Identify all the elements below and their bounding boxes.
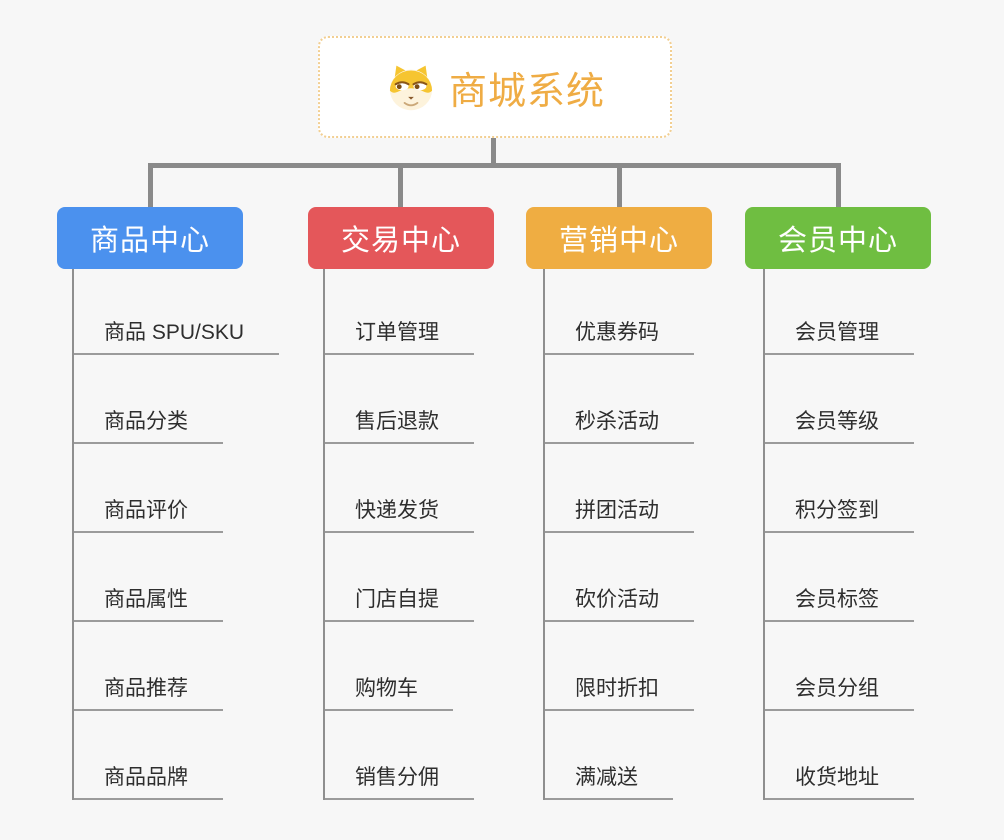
leaf-label: 商品分类 bbox=[104, 410, 188, 433]
leaf-label: 满减送 bbox=[575, 766, 638, 789]
branch-bus-line bbox=[148, 163, 840, 168]
leaf-label: 销售分佣 bbox=[355, 766, 439, 789]
leaf-label: 会员管理 bbox=[795, 321, 879, 344]
leaf-label: 商品品牌 bbox=[104, 766, 188, 789]
leaf-item[interactable]: 会员等级 bbox=[763, 355, 914, 444]
branch-connector-line bbox=[148, 163, 153, 209]
leaf-item[interactable]: 满减送 bbox=[543, 711, 673, 800]
branch-node[interactable]: 会员中心 bbox=[745, 207, 931, 269]
branch-node[interactable]: 商品中心 bbox=[57, 207, 243, 269]
leaf-item[interactable]: 门店自提 bbox=[323, 533, 474, 622]
leaf-label: 秒杀活动 bbox=[575, 410, 659, 433]
leaf-item[interactable]: 商品推荐 bbox=[72, 622, 223, 711]
leaf-label: 砍价活动 bbox=[575, 588, 659, 611]
leaf-item[interactable]: 积分签到 bbox=[763, 444, 914, 533]
branch-connector-line bbox=[836, 163, 841, 209]
leaf-item[interactable]: 商品品牌 bbox=[72, 711, 223, 800]
leaf-label: 快递发货 bbox=[355, 499, 439, 522]
branch-label: 营销中心 bbox=[558, 225, 679, 257]
leaf-item[interactable]: 购物车 bbox=[323, 622, 453, 711]
leaf-label: 商品推荐 bbox=[104, 677, 188, 700]
leaf-item[interactable]: 拼团活动 bbox=[543, 444, 694, 533]
leaf-label: 收货地址 bbox=[795, 766, 879, 789]
branch-connector-line bbox=[398, 163, 403, 209]
branch-leaf-column: 商品 SPU/SKU 商品分类商品评价商品属性商品推荐商品品牌 bbox=[72, 269, 280, 800]
leaf-item[interactable]: 会员管理 bbox=[763, 269, 914, 355]
leaf-label: 商品属性 bbox=[104, 588, 188, 611]
leaf-item[interactable]: 商品属性 bbox=[72, 533, 223, 622]
root-connector-line bbox=[491, 138, 496, 165]
leaf-item[interactable]: 销售分佣 bbox=[323, 711, 474, 800]
branch-label: 商品中心 bbox=[89, 225, 210, 257]
leaf-item[interactable]: 会员分组 bbox=[763, 622, 914, 711]
leaf-item[interactable]: 订单管理 bbox=[323, 269, 474, 355]
leaf-item[interactable]: 售后退款 bbox=[323, 355, 474, 444]
leaf-label: 限时折扣 bbox=[575, 677, 659, 700]
leaf-label: 优惠券码 bbox=[575, 321, 659, 344]
leaf-item[interactable]: 收货地址 bbox=[763, 711, 914, 800]
branch-label: 交易中心 bbox=[340, 225, 461, 257]
branch-node[interactable]: 交易中心 bbox=[308, 207, 494, 269]
doge-face-icon bbox=[385, 64, 437, 111]
branch-leaf-column: 会员管理会员等级积分签到会员标签会员分组收货地址 bbox=[763, 269, 914, 800]
leaf-label: 会员分组 bbox=[795, 677, 879, 700]
leaf-label: 购物车 bbox=[355, 677, 418, 700]
leaf-item[interactable]: 砍价活动 bbox=[543, 533, 694, 622]
leaf-label: 积分签到 bbox=[795, 499, 879, 522]
leaf-label: 会员标签 bbox=[795, 588, 879, 611]
leaf-label: 商品评价 bbox=[104, 499, 188, 522]
leaf-item[interactable]: 秒杀活动 bbox=[543, 355, 694, 444]
leaf-label: 门店自提 bbox=[355, 588, 439, 611]
leaf-label: 售后退款 bbox=[355, 410, 439, 433]
root-node[interactable]: 商城系统 bbox=[318, 36, 672, 138]
leaf-item[interactable]: 快递发货 bbox=[323, 444, 474, 533]
root-title: 商城系统 bbox=[448, 70, 605, 113]
leaf-label: 商品 SPU/SKU bbox=[104, 321, 245, 344]
branch-node[interactable]: 营销中心 bbox=[526, 207, 712, 269]
leaf-label: 会员等级 bbox=[795, 410, 879, 433]
leaf-label: 订单管理 bbox=[355, 321, 439, 344]
leaf-item[interactable]: 优惠券码 bbox=[543, 269, 694, 355]
leaf-item[interactable]: 限时折扣 bbox=[543, 622, 694, 711]
leaf-label: 拼团活动 bbox=[575, 499, 659, 522]
leaf-item[interactable]: 会员标签 bbox=[763, 533, 914, 622]
branch-connector-line bbox=[617, 163, 622, 209]
branch-label: 会员中心 bbox=[777, 225, 898, 257]
branch-leaf-column: 优惠券码秒杀活动拼团活动砍价活动限时折扣满减送 bbox=[543, 269, 694, 800]
leaf-item[interactable]: 商品分类 bbox=[72, 355, 223, 444]
branch-leaf-column: 订单管理售后退款快递发货门店自提购物车销售分佣 bbox=[323, 269, 474, 800]
leaf-item[interactable]: 商品 SPU/SKU bbox=[72, 269, 280, 355]
leaf-item[interactable]: 商品评价 bbox=[72, 444, 223, 533]
